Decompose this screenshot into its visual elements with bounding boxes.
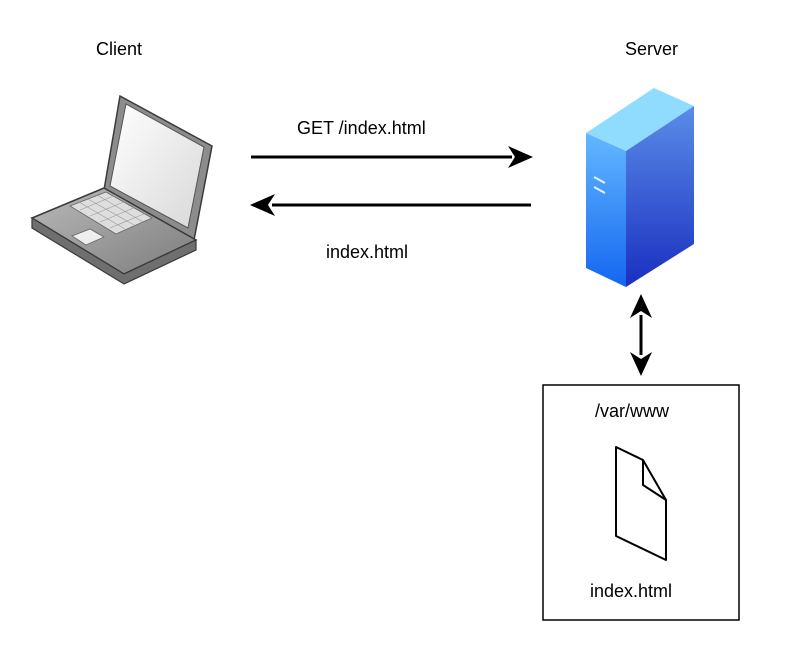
file-label: index.html — [590, 581, 673, 601]
storage-link-arrow — [630, 294, 652, 376]
directory-label: /var/www — [595, 401, 670, 421]
request-arrow — [251, 146, 533, 168]
response-label: index.html — [326, 242, 409, 262]
laptop-icon — [30, 94, 213, 285]
client-label: Client — [96, 39, 143, 59]
document-icon — [615, 446, 667, 561]
request-label: GET /index.html — [297, 118, 426, 138]
server-label: Server — [625, 39, 679, 59]
server-icon — [586, 88, 694, 287]
response-arrow — [250, 194, 531, 216]
